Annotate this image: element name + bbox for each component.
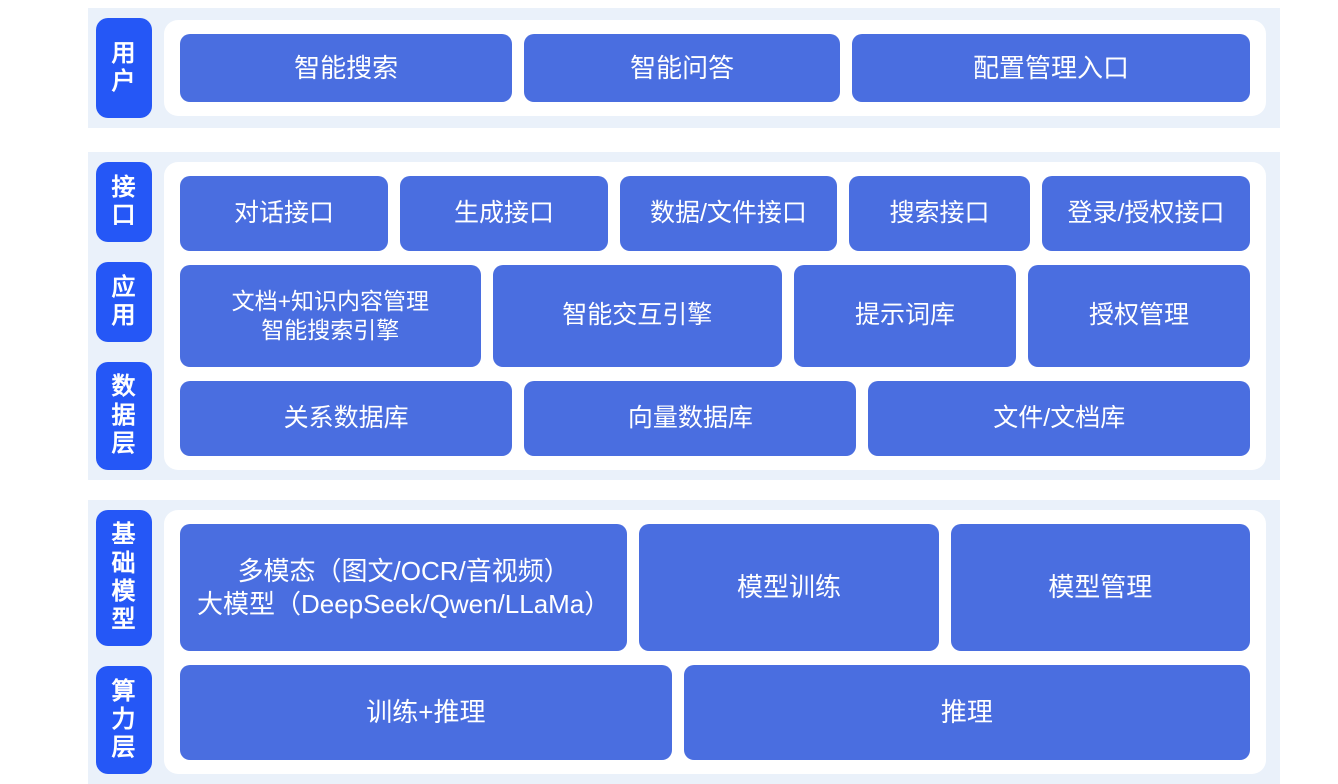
card-model-management[interactable]: 模型管理 [950,524,1250,652]
section-infra: 基础模型 算力层 多模态（图文/OCR/音视频） 大模型（DeepSeek/Qw… [88,500,1280,784]
row-user-entries: 智能搜索 智能问答 配置管理入口 [180,34,1250,102]
card-smart-qa[interactable]: 智能问答 [524,34,841,102]
layer-tab-interface-label: 接口 [111,173,137,229]
card-relational-database[interactable]: 关系数据库 [180,380,513,456]
row-foundation-models: 多模态（图文/OCR/音视频） 大模型（DeepSeek/Qwen/LLaMa）… [180,524,1250,652]
tab-column-infra: 基础模型 算力层 [88,500,160,784]
tab-column-platform: 接口 应用 数据层 [88,152,160,480]
card-config-management-entry[interactable]: 配置管理入口 [852,34,1250,102]
row-compute: 训练+推理 推理 [180,665,1250,760]
layer-tab-data-label: 数据层 [111,373,137,458]
card-training-inference[interactable]: 训练+推理 [180,665,672,760]
layer-tab-foundation-model[interactable]: 基础模型 [96,510,152,647]
card-smart-search[interactable]: 智能搜索 [180,34,513,102]
card-data-file-api[interactable]: 数据/文件接口 [619,176,837,252]
row-data-stores: 关系数据库 向量数据库 文件/文档库 [180,380,1250,456]
row-interfaces: 对话接口 生成接口 数据/文件接口 搜索接口 登录/授权接口 [180,176,1251,252]
card-authorization-management[interactable]: 授权管理 [1027,265,1251,367]
layer-tab-compute[interactable]: 算力层 [96,666,152,774]
layer-tab-data[interactable]: 数据层 [96,361,152,470]
section-user: 用户 智能搜索 智能问答 配置管理入口 [88,8,1280,128]
layer-tab-user[interactable]: 用户 [96,18,152,118]
card-vector-database[interactable]: 向量数据库 [524,380,857,456]
card-inference[interactable]: 推理 [683,665,1250,760]
card-multimodal-large-model[interactable]: 多模态（图文/OCR/音视频） 大模型（DeepSeek/Qwen/LLaMa） [180,524,628,652]
tab-column-user: 用户 [88,8,160,128]
panel-platform: 对话接口 生成接口 数据/文件接口 搜索接口 登录/授权接口 文档+知识内容管理… [164,162,1266,470]
panel-infra: 多模态（图文/OCR/音视频） 大模型（DeepSeek/Qwen/LLaMa）… [164,510,1266,774]
layer-tab-application[interactable]: 应用 [96,261,152,342]
panel-user: 智能搜索 智能问答 配置管理入口 [164,20,1266,116]
layer-tab-foundation-model-label: 基础模型 [111,521,137,634]
layer-tab-interface[interactable]: 接口 [96,162,152,242]
card-login-auth-api[interactable]: 登录/授权接口 [1042,176,1251,252]
layer-tab-application-label: 应用 [111,273,137,329]
section-platform: 接口 应用 数据层 对话接口 生成接口 数据/文件接口 搜索接口 登录/授权接口… [88,152,1280,480]
layer-tab-compute-label: 算力层 [111,677,137,762]
row-applications: 文档+知识内容管理 智能搜索引擎 智能交互引擎 提示词库 授权管理 [180,265,1251,367]
card-prompt-library[interactable]: 提示词库 [793,265,1016,367]
layer-tab-user-label: 用户 [111,39,137,95]
card-generation-api[interactable]: 生成接口 [399,176,608,252]
card-dialog-api[interactable]: 对话接口 [180,176,388,252]
card-model-training[interactable]: 模型训练 [639,524,939,652]
card-document-knowledge-management[interactable]: 文档+知识内容管理 智能搜索引擎 [180,265,481,367]
card-file-document-store[interactable]: 文件/文档库 [868,380,1250,456]
card-search-api[interactable]: 搜索接口 [848,176,1031,252]
card-smart-interaction-engine[interactable]: 智能交互引擎 [492,265,782,367]
